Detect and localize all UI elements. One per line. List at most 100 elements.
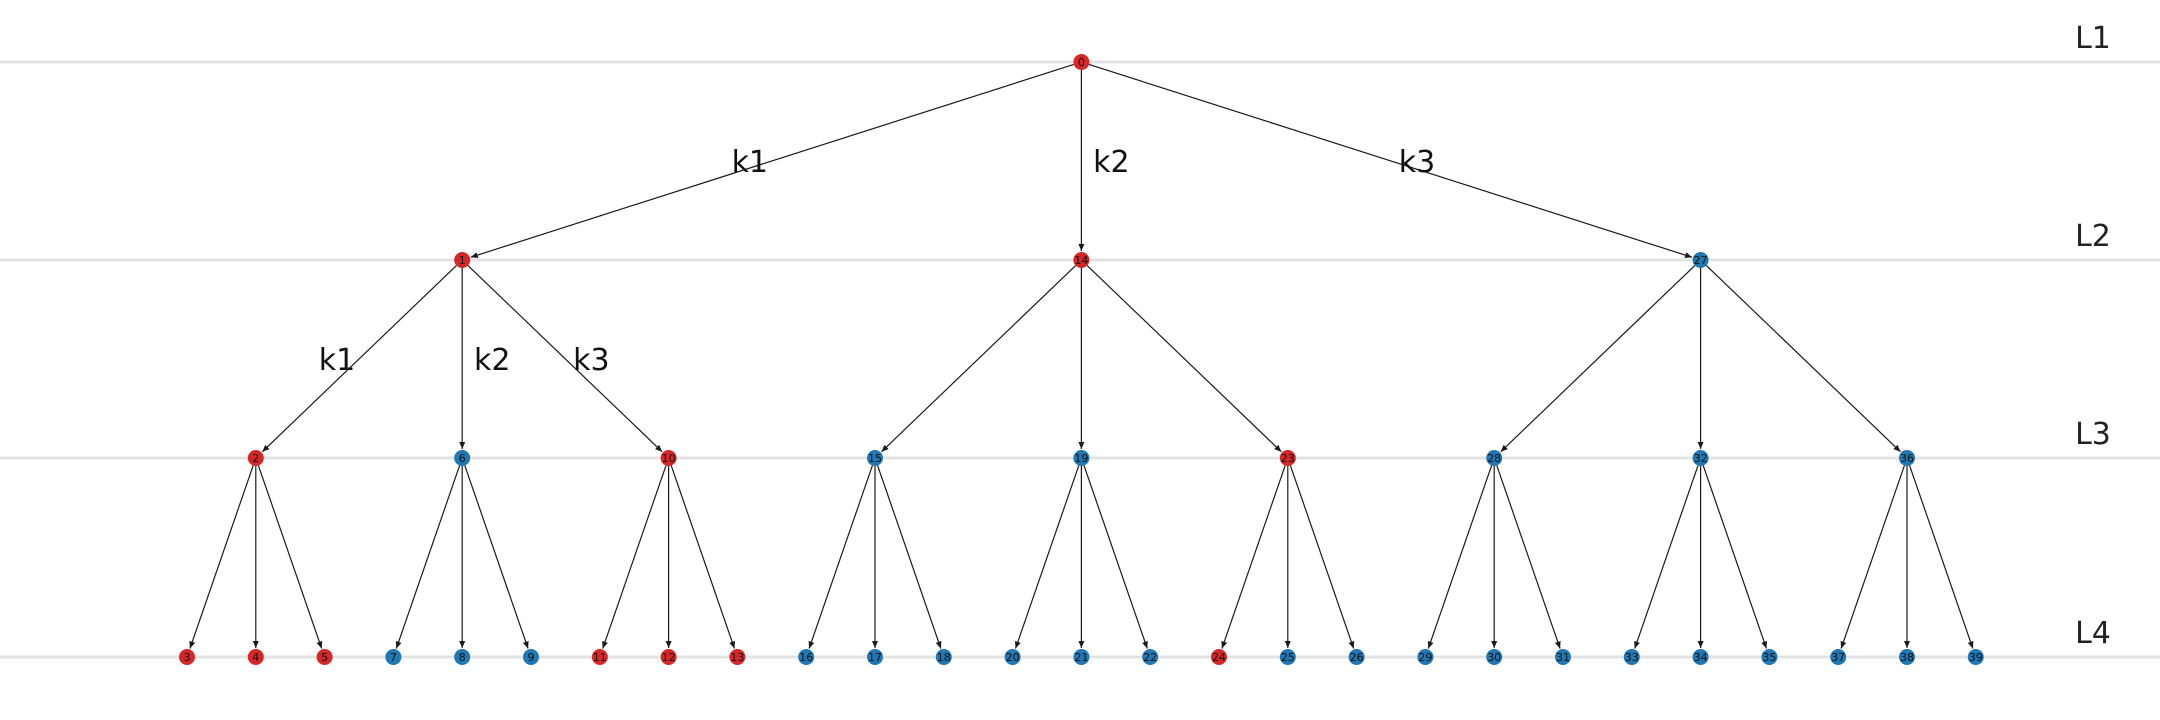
node-circle [1967, 649, 1984, 665]
tree-node: 32 [1692, 450, 1709, 466]
node-label: 14 [1074, 254, 1088, 267]
node-circle [385, 649, 402, 665]
node-circle [1830, 649, 1847, 665]
tree-node: 19 [1073, 450, 1090, 466]
edge [670, 465, 736, 649]
tree-node: 20 [1004, 649, 1021, 665]
tree-node: 27 [1692, 252, 1709, 268]
node-label: 37 [1831, 651, 1845, 664]
node-label: 3 [184, 651, 191, 664]
edge [257, 465, 323, 649]
node-circle [454, 450, 471, 466]
tree-node: 9 [523, 649, 539, 665]
tree-node: 11 [591, 649, 608, 665]
tree-node: 14 [1073, 252, 1090, 268]
edge [395, 465, 461, 649]
node-circle [867, 649, 883, 665]
node-label: 30 [1487, 651, 1501, 664]
node-label: 38 [1900, 651, 1914, 664]
node-circle [1486, 649, 1503, 665]
node-label: 2 [252, 452, 259, 465]
tree-node: 36 [1899, 450, 1915, 466]
node-circle [1073, 252, 1090, 268]
node-circle [935, 649, 952, 665]
level-label: L2 [2075, 219, 2111, 254]
edge-label: k1 [319, 343, 355, 378]
edges [189, 63, 1974, 649]
node-label: 13 [730, 651, 744, 664]
node-label: 28 [1487, 452, 1501, 465]
edge [1840, 465, 1905, 649]
node-label: 29 [1418, 651, 1432, 664]
node-circle [454, 252, 471, 268]
node-circle [1692, 450, 1709, 466]
tree-node: 22 [1142, 649, 1159, 665]
tree-node: 8 [454, 649, 471, 665]
node-label: 8 [459, 651, 466, 664]
node-circle [1004, 649, 1021, 665]
edge-label: k2 [474, 343, 510, 378]
tree-node: 16 [798, 649, 815, 665]
node-label: 5 [321, 651, 328, 664]
node-label: 22 [1143, 651, 1157, 664]
node-circle [316, 649, 333, 665]
node-label: 9 [528, 651, 535, 664]
node-label: 24 [1212, 651, 1226, 664]
node-circle [1142, 649, 1159, 665]
node-circle [179, 649, 195, 665]
edge [467, 265, 663, 453]
level-label: L1 [2075, 21, 2111, 56]
node-circle [1692, 649, 1709, 665]
node-label: 18 [937, 651, 951, 664]
tree-node: 13 [729, 649, 746, 665]
tree-node: 21 [1073, 649, 1090, 665]
tree-node: 25 [1279, 649, 1296, 665]
edge-label: k3 [573, 343, 609, 378]
node-label: 21 [1074, 651, 1088, 664]
node-circle [1761, 649, 1778, 665]
edge [1500, 265, 1696, 453]
node-circle [591, 649, 608, 665]
level-label: L3 [2075, 417, 2111, 452]
tree-node: 24 [1211, 649, 1227, 665]
tree-node: 30 [1486, 649, 1503, 665]
tree-node: 29 [1417, 649, 1434, 665]
node-circle [1211, 649, 1227, 665]
node-circle [1486, 450, 1503, 466]
tree-node: 34 [1692, 649, 1709, 665]
tree-node: 3 [179, 649, 195, 665]
node-label: 27 [1694, 254, 1708, 267]
node-label: 25 [1281, 651, 1295, 664]
edge [1083, 465, 1148, 649]
tree-node: 28 [1486, 450, 1503, 466]
node-label: 1 [459, 254, 466, 267]
edge [1702, 465, 1768, 649]
tree-node: 31 [1555, 649, 1571, 665]
edge-label: k1 [732, 145, 768, 180]
node-label: 36 [1900, 452, 1914, 465]
edge [1086, 265, 1282, 453]
edge [1909, 465, 1974, 649]
node-label: 34 [1694, 651, 1708, 664]
tree-node: 12 [660, 649, 677, 665]
node-label: 0 [1078, 56, 1085, 69]
node-label: 11 [593, 651, 607, 664]
node-circle [1899, 450, 1915, 466]
node-label: 4 [252, 651, 259, 664]
edge [1634, 465, 1699, 649]
tree-node: 35 [1761, 649, 1778, 665]
tree-node: 39 [1967, 649, 1984, 665]
node-label: 19 [1074, 452, 1088, 465]
tree-node: 5 [316, 649, 333, 665]
node-circle [1073, 649, 1090, 665]
tree-node: 26 [1348, 649, 1365, 665]
node-label: 7 [390, 651, 397, 664]
node-circle [729, 649, 746, 665]
node-circle [1348, 649, 1365, 665]
node-circle [1073, 450, 1090, 466]
tree-node: 37 [1830, 649, 1847, 665]
node-circle [1417, 649, 1434, 665]
